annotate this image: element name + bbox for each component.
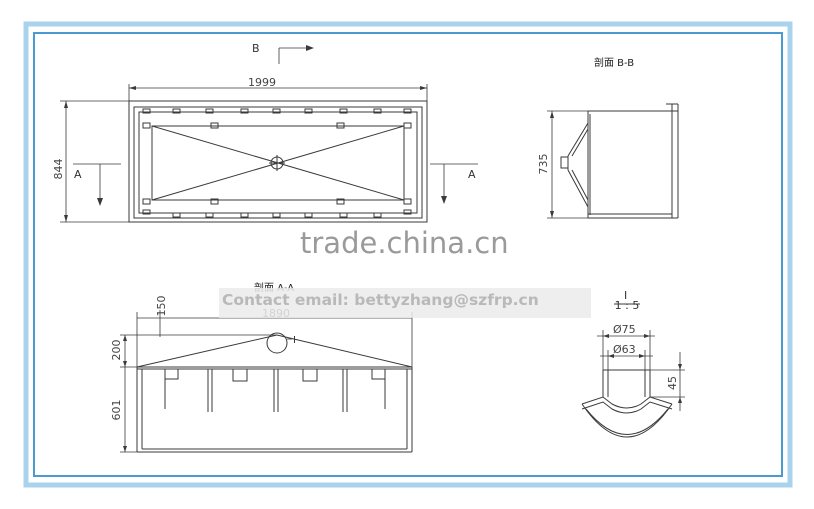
section-mark-a-right: A bbox=[468, 168, 476, 181]
section-bb-title: 剖面 B-B bbox=[594, 56, 634, 69]
dimension-top-width: 1999 bbox=[248, 76, 276, 89]
top-view bbox=[128, 100, 428, 223]
detail-mark: I bbox=[624, 289, 627, 302]
dimension-top-height: 844 bbox=[52, 159, 65, 180]
arrow-down-icon bbox=[97, 198, 103, 206]
dimension-dia-75: Ø75 bbox=[613, 323, 636, 336]
section-mark-a-left: A bbox=[74, 168, 82, 181]
dimension-601: 601 bbox=[110, 400, 123, 421]
section-aa-dimensions bbox=[120, 310, 413, 453]
watermark-contact-band bbox=[219, 288, 591, 318]
dimension-45: 45 bbox=[666, 376, 679, 390]
section-aa-view bbox=[136, 332, 413, 453]
arrowheads bbox=[64, 45, 682, 452]
frame-outer bbox=[23, 21, 793, 488]
section-mark-b: B bbox=[252, 42, 260, 55]
watermark-contact: Contact email: bettyzhang@szfrp.cn bbox=[222, 291, 539, 309]
frame-inner bbox=[33, 32, 783, 477]
linework bbox=[60, 47, 685, 453]
arrow-down-icon bbox=[441, 196, 447, 204]
detail-scale: 1 : 5 bbox=[615, 299, 640, 312]
watermark-site: trade.china.cn bbox=[300, 226, 509, 260]
dimension-side-height: 735 bbox=[537, 154, 550, 175]
section-bb-dimensions bbox=[547, 110, 588, 219]
detail-view bbox=[581, 303, 673, 438]
detail-callout-mark: I bbox=[293, 335, 296, 346]
dimension-200: 200 bbox=[110, 340, 123, 361]
section-arrows bbox=[73, 47, 478, 198]
section-bb-view bbox=[560, 103, 679, 219]
top-view-dimensions bbox=[60, 84, 428, 223]
dimension-150: 150 bbox=[155, 296, 168, 317]
arrow-right-icon bbox=[306, 45, 314, 51]
dimension-dia-63: Ø63 bbox=[613, 343, 636, 356]
